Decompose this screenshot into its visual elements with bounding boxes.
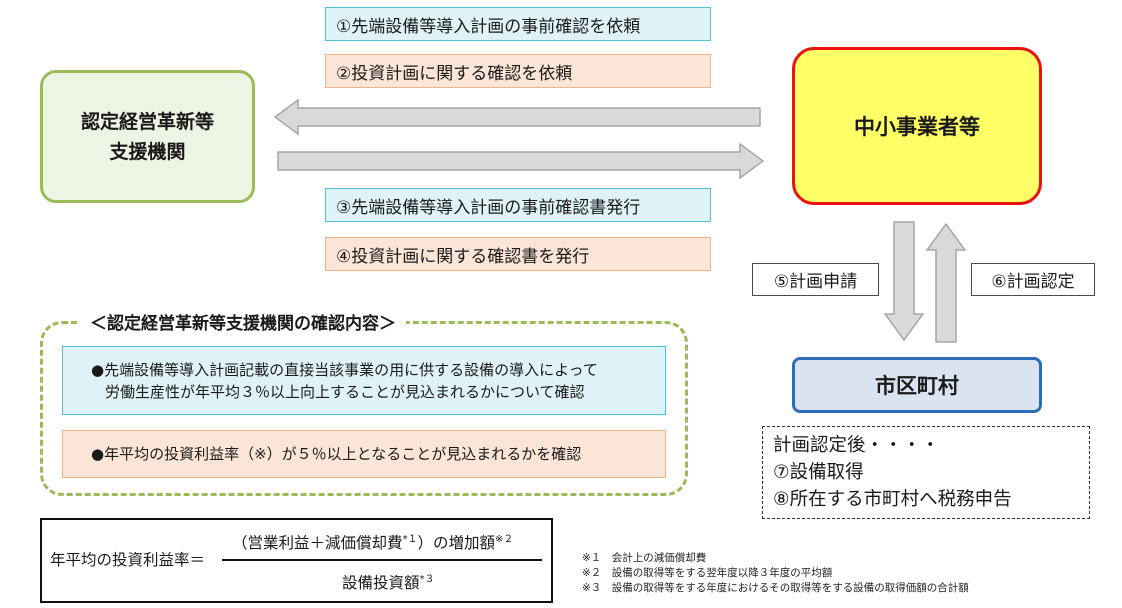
sme-box: 中小事業者等 bbox=[792, 47, 1042, 205]
step-6-label: ⑥計画認定 bbox=[971, 263, 1095, 296]
footnotes: ※１ 会計上の減価償却費 ※２ 設備の取得等をする翌年度以降３年度の平均額 ※３… bbox=[582, 551, 969, 596]
step-1-label: ①先端設備等導入計画の事前確認を依頼 bbox=[325, 7, 711, 41]
after-approval-box: 計画認定後・・・・ ⑦設備取得 ⑧所在する市町村へ税務申告 bbox=[762, 426, 1090, 519]
step-3-label: ③先端設備等導入計画の事前確認書発行 bbox=[325, 188, 711, 222]
formula-sup-2: ※２ bbox=[495, 534, 514, 545]
municipality-box: 市区町村 bbox=[792, 357, 1042, 413]
support-agency-line1: 認定経営革新等 bbox=[80, 110, 214, 133]
arrow-down-to-city bbox=[883, 221, 925, 342]
footnote-2: ※２ 設備の取得等をする翌年度以降３年度の平均額 bbox=[582, 567, 833, 579]
formula-numerator-b: ）の増加額 bbox=[417, 534, 496, 553]
formula-denominator: 設備投資額*３ bbox=[342, 570, 435, 593]
confirmation-item1-line2: 労働生産性が年平均３％以上向上することが見込まれるかについて確認 bbox=[105, 382, 585, 401]
footnote-3: ※３ 設備の取得等をする年度におけるその取得等をする設備の取得価額の合計額 bbox=[582, 582, 969, 594]
after-approval-line2: ⑦設備取得 bbox=[773, 462, 864, 483]
arrow-right-to-sme bbox=[277, 142, 765, 180]
vertical-arrows bbox=[883, 221, 967, 343]
formula-numerator: （営業利益＋減価償却費*１）の増加額※２ bbox=[232, 530, 513, 553]
after-approval-line3: ⑧所在する市町村へ税務申告 bbox=[773, 489, 1012, 510]
arrow-up-to-sme bbox=[925, 222, 967, 343]
confirmation-item1-line1: ●先端設備等導入計画記載の直接当該事業の用に供する設備の導入によって bbox=[91, 360, 598, 379]
support-agency-line2: 支援機関 bbox=[109, 140, 186, 163]
roi-formula-box: 年平均の投資利益率＝ （営業利益＋減価償却費*１）の増加額※２ 設備投資額*３ bbox=[40, 518, 553, 603]
formula-sup-3: *３ bbox=[419, 574, 435, 585]
confirmation-title: ＜認定経営革新等支援機関の確認内容＞ bbox=[80, 307, 406, 335]
horizontal-arrows bbox=[273, 98, 765, 180]
footnote-1: ※１ 会計上の減価償却費 bbox=[582, 552, 707, 564]
formula-numerator-a: （営業利益＋減価償却費 bbox=[232, 534, 403, 553]
support-agency-box: 認定経営革新等 支援機関 bbox=[40, 70, 255, 203]
confirmation-item-productivity: ●先端設備等導入計画記載の直接当該事業の用に供する設備の導入によって 労働生産性… bbox=[62, 346, 666, 415]
arrow-left-to-agency bbox=[273, 98, 761, 136]
formula-denominator-text: 設備投資額 bbox=[342, 574, 420, 593]
fraction-line bbox=[222, 559, 542, 561]
step-2-label: ②投資計画に関する確認を依頼 bbox=[325, 54, 711, 88]
formula-lhs: 年平均の投資利益率＝ bbox=[50, 551, 206, 569]
step-4-label: ④投資計画に関する確認書を発行 bbox=[325, 237, 711, 271]
after-approval-line1: 計画認定後・・・・ bbox=[773, 435, 940, 456]
formula-sup-1: *１ bbox=[402, 534, 418, 545]
confirmation-item-roi: ●年平均の投資利益率（※）が５％以上となることが見込まれるかを確認 bbox=[62, 430, 666, 478]
step-5-label: ⑤計画申請 bbox=[752, 263, 879, 296]
